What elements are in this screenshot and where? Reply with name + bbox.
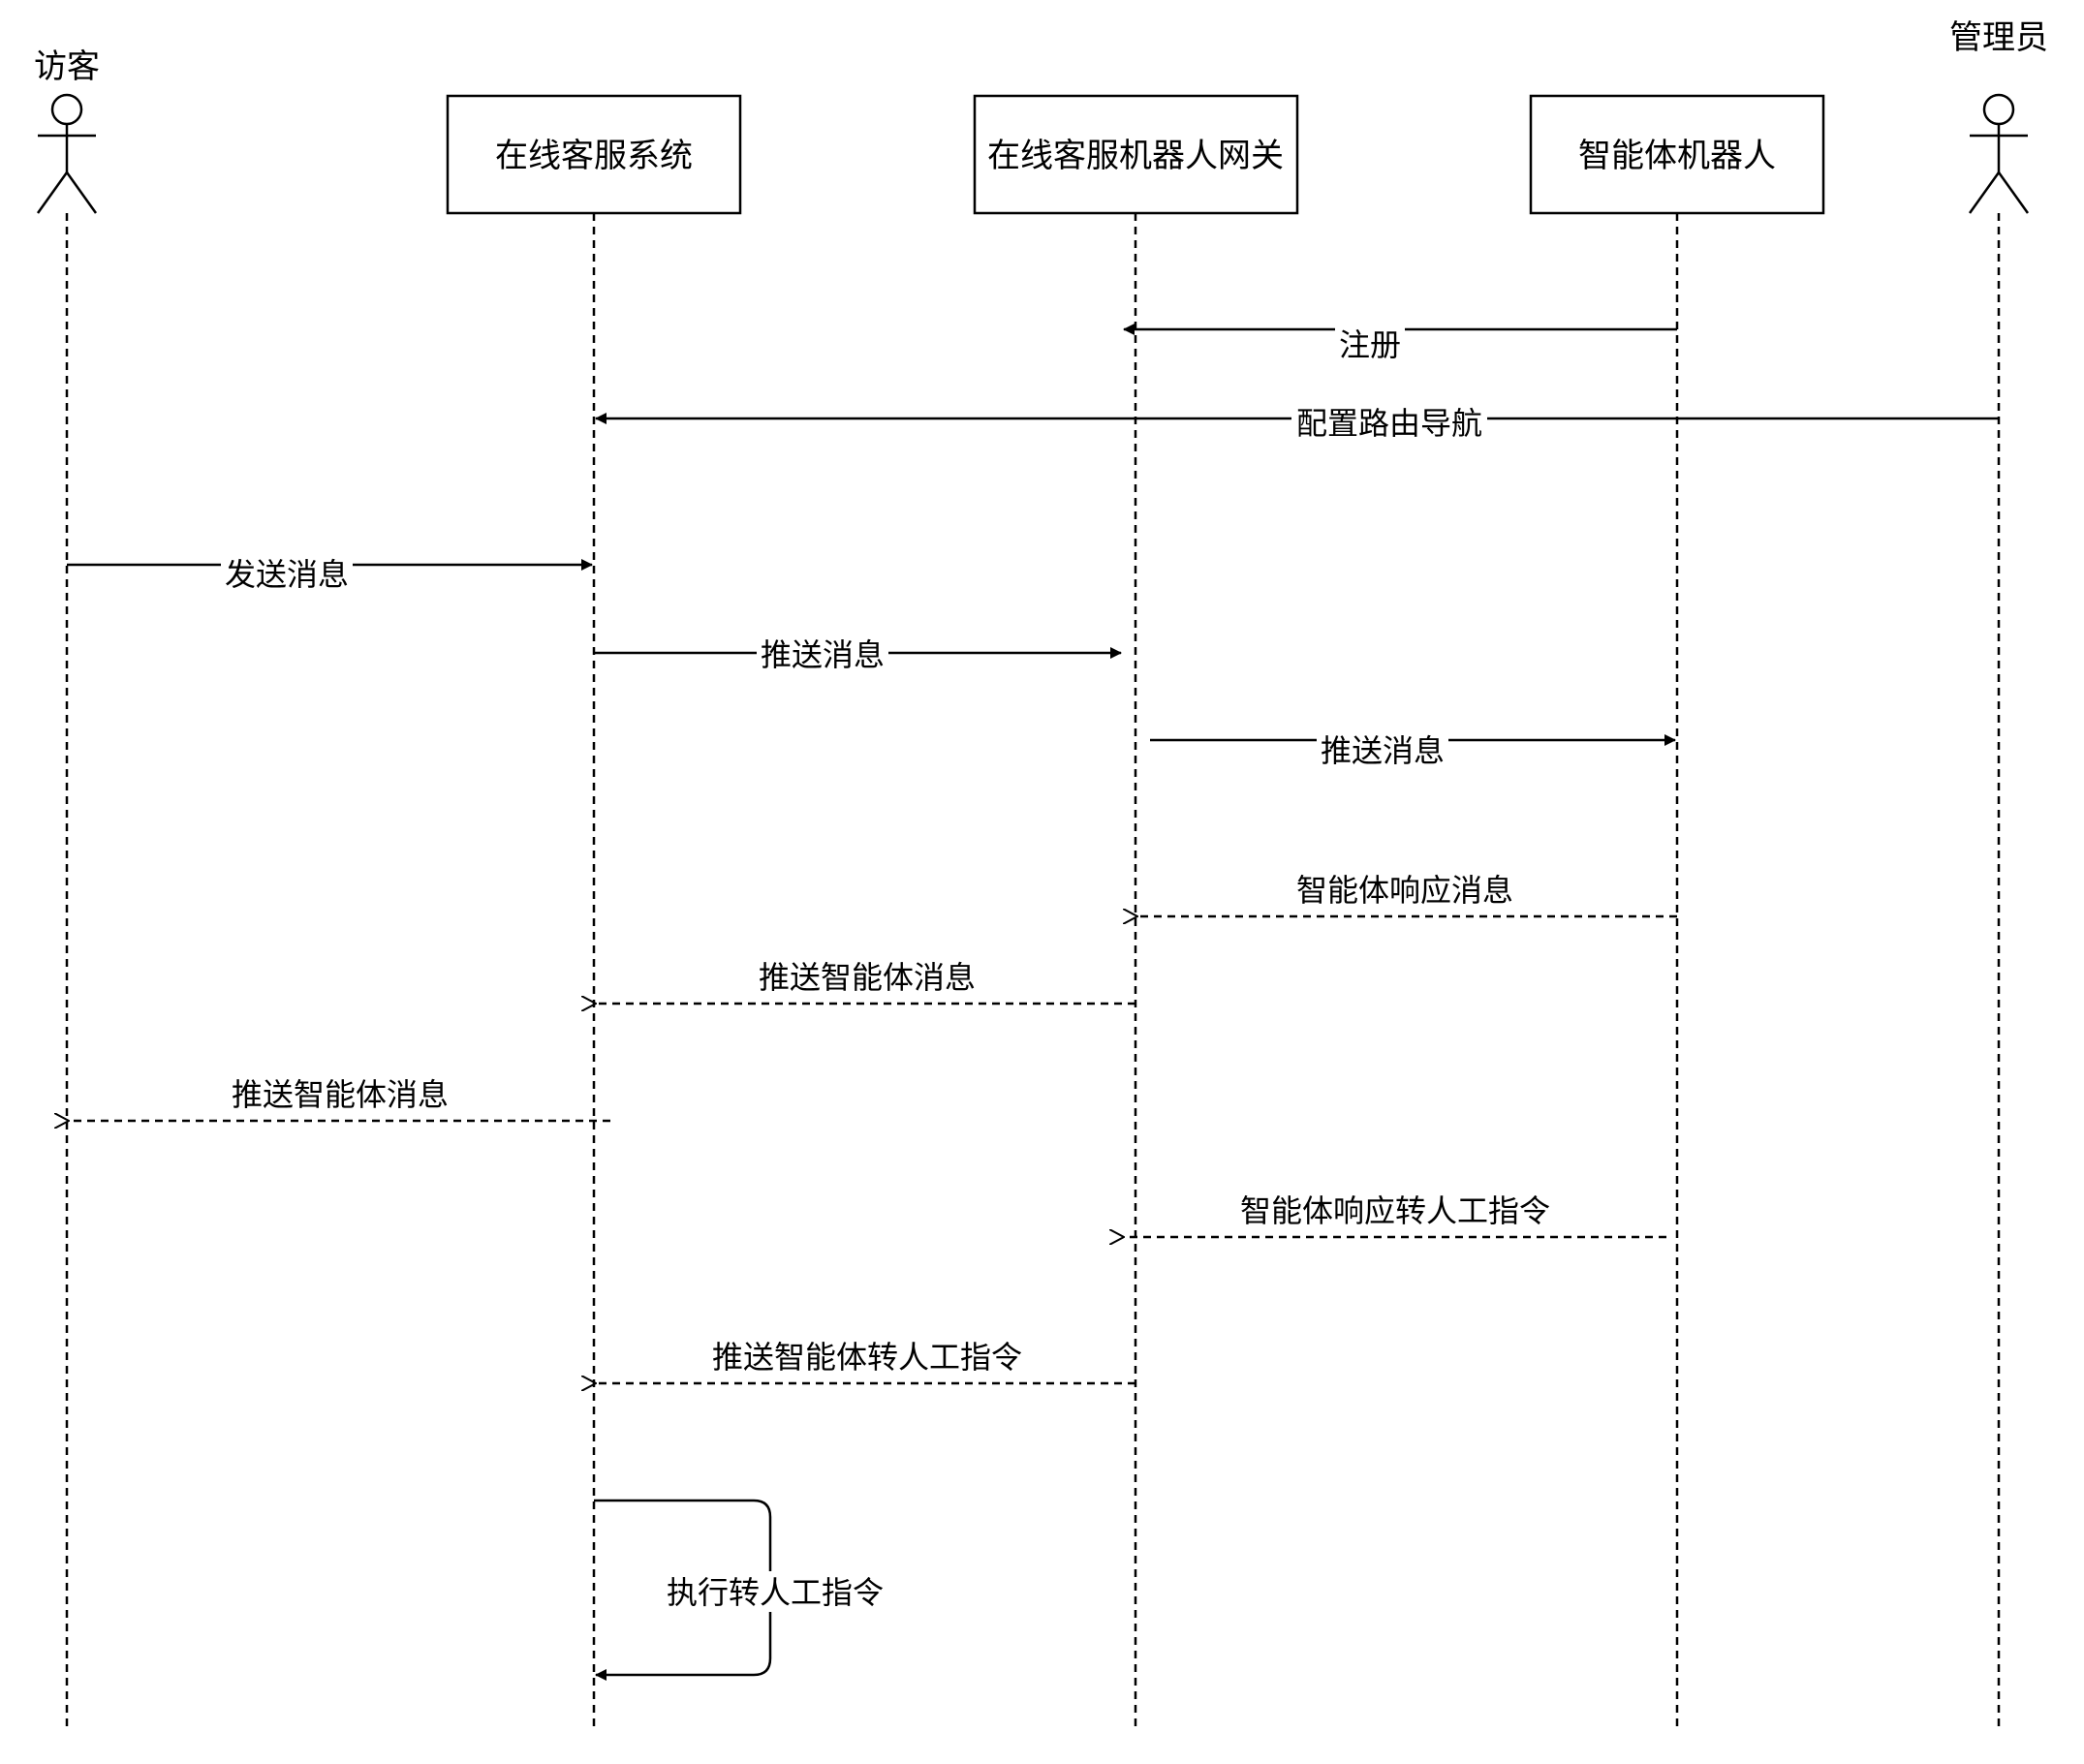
stick-figure-icon <box>1968 93 2030 214</box>
participant-robot-gateway[interactable]: 在线客服机器人网关 <box>973 94 1299 215</box>
message-configure-routing[interactable]: 配置路由导航 <box>595 401 1999 442</box>
participant-robot-gateway-label: 在线客服机器人网关 <box>987 137 1284 175</box>
actor-admin[interactable]: 管理员 <box>1949 18 2048 214</box>
message-push-agent-to-visitor[interactable]: 推送智能体消息 <box>69 1076 610 1121</box>
message-push-agent-to-system-label: 推送智能体消息 <box>759 959 976 996</box>
message-push-to-agent[interactable]: 推送消息 <box>1150 728 1676 769</box>
message-push-agent-to-visitor-label: 推送智能体消息 <box>232 1076 449 1113</box>
message-push-agent-to-system[interactable]: 推送智能体消息 <box>596 959 1135 1004</box>
message-push-to-gateway[interactable]: 推送消息 <box>594 634 1122 675</box>
stick-figure-icon <box>36 93 98 214</box>
message-push-handoff-to-system-label: 推送智能体转人工指令 <box>712 1339 1022 1376</box>
participant-agent-robot-label: 智能体机器人 <box>1578 137 1776 175</box>
message-agent-response[interactable]: 智能体响应消息 <box>1137 872 1677 916</box>
actor-visitor[interactable]: 访客 <box>34 47 100 214</box>
message-push-handoff-to-system[interactable]: 推送智能体转人工指令 <box>596 1339 1135 1383</box>
participant-cs-system[interactable]: 在线客服系统 <box>446 94 742 215</box>
message-configure-routing-label: 配置路由导航 <box>1296 405 1482 442</box>
message-push-to-agent-label: 推送消息 <box>1321 732 1445 769</box>
message-agent-handoff-response[interactable]: 智能体响应转人工指令 <box>1124 1192 1666 1237</box>
message-agent-response-label: 智能体响应消息 <box>1296 872 1513 909</box>
participant-agent-robot[interactable]: 智能体机器人 <box>1529 94 1825 215</box>
actor-visitor-label: 访客 <box>34 47 100 86</box>
message-register[interactable]: 注册 <box>1123 324 1677 363</box>
message-send[interactable]: 发送消息 <box>67 552 593 593</box>
message-send-label: 发送消息 <box>225 556 349 593</box>
participant-cs-system-label: 在线客服系统 <box>495 137 693 175</box>
message-execute-handoff-label: 执行转人工指令 <box>667 1574 884 1611</box>
message-push-to-gateway-label: 推送消息 <box>761 636 885 673</box>
message-register-label: 注册 <box>1339 326 1401 363</box>
message-agent-handoff-response-label: 智能体响应转人工指令 <box>1240 1192 1550 1229</box>
message-execute-handoff[interactable]: 执行转人工指令 <box>594 1499 884 1681</box>
actor-admin-label: 管理员 <box>1949 18 2048 57</box>
